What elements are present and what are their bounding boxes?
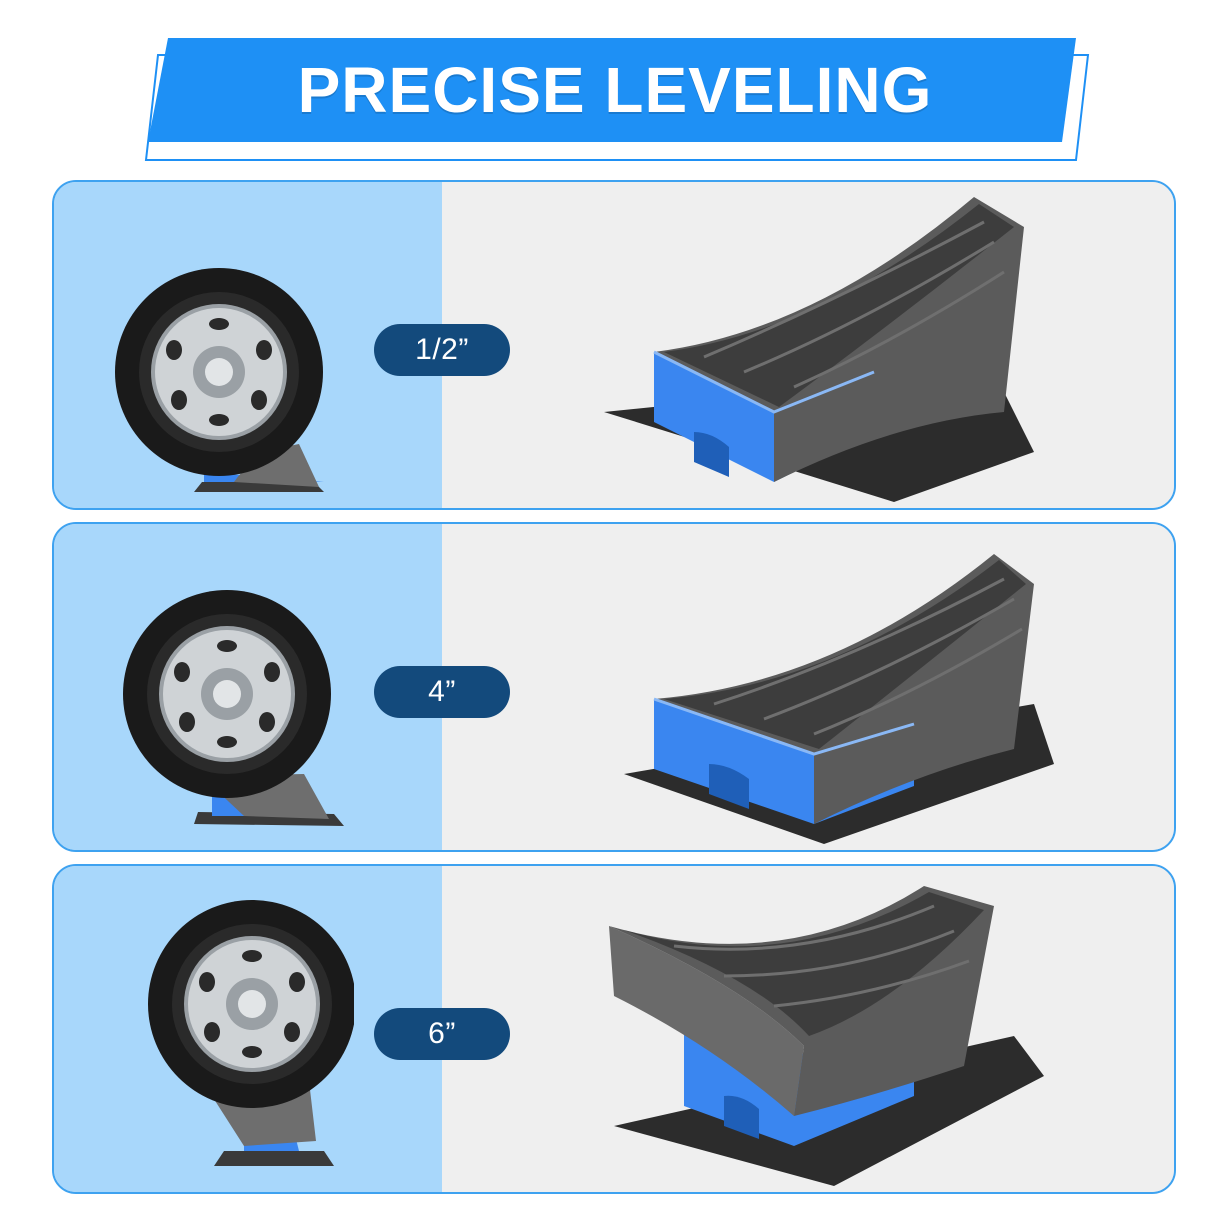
ramp-medium-icon bbox=[624, 554, 1054, 844]
leveling-panel-four-inch: 4” bbox=[52, 522, 1176, 852]
ramp-low-icon bbox=[604, 197, 1034, 502]
tire-on-ramp-icon bbox=[123, 590, 344, 826]
page-title: PRECISE LEVELING bbox=[297, 54, 933, 126]
tire-on-ramp-icon bbox=[115, 268, 324, 492]
height-badge: 4” bbox=[374, 666, 510, 718]
ramp-high-icon bbox=[609, 886, 1044, 1186]
height-badge: 1/2” bbox=[374, 324, 510, 376]
leveling-panel-half-inch: 1/2” bbox=[52, 180, 1176, 510]
height-badge: 6” bbox=[374, 1008, 510, 1060]
title-banner: PRECISE LEVELING bbox=[0, 0, 1214, 180]
banner-shape bbox=[144, 38, 1090, 161]
leveling-panel-six-inch: 6” bbox=[52, 864, 1176, 1194]
tire-on-ramp-icon bbox=[148, 900, 354, 1166]
